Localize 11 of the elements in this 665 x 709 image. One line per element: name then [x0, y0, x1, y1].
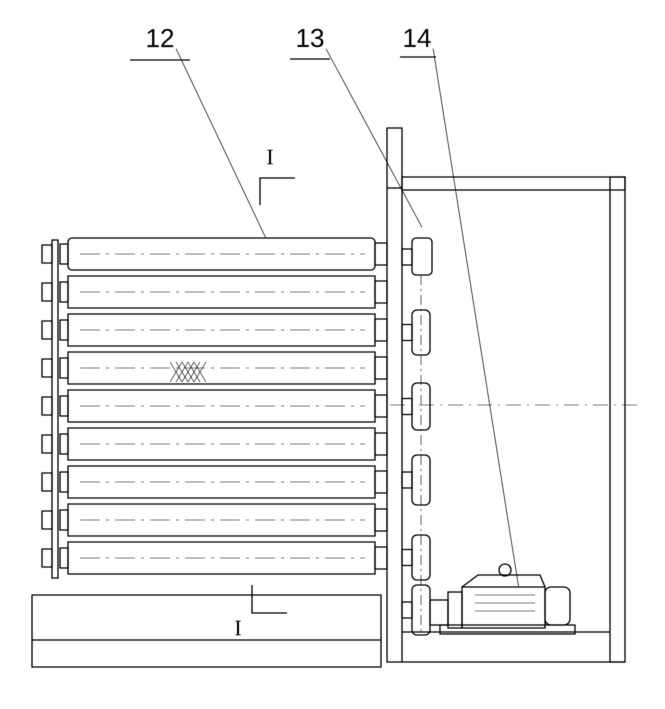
motor-body: [461, 586, 546, 629]
leader-line: [432, 48, 519, 587]
callout-number: 13: [290, 28, 330, 60]
roller: [67, 237, 376, 271]
callout-number: 14: [400, 29, 436, 58]
sprocket: [411, 237, 433, 276]
leader-line: [326, 48, 422, 228]
section-mark: I: [267, 150, 273, 164]
leader-line: [176, 48, 266, 238]
callout-number: 12: [130, 28, 190, 61]
section-mark: I: [235, 620, 241, 636]
